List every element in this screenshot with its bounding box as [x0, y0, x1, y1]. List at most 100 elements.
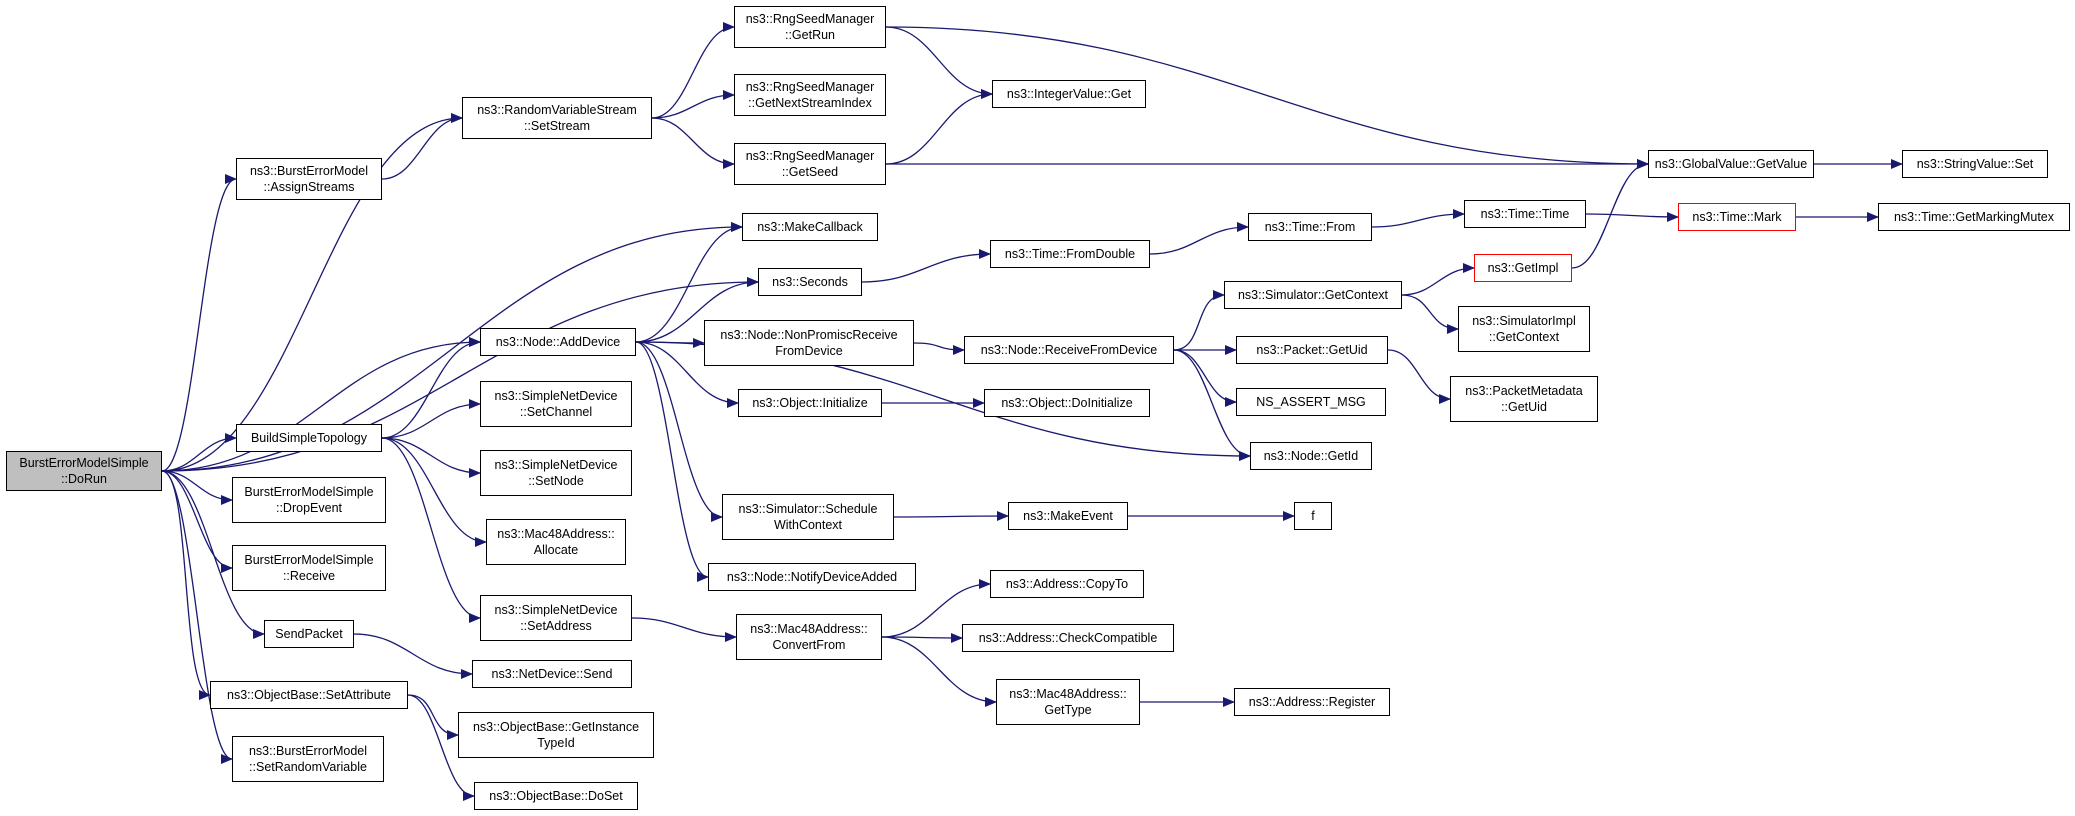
node-packet-get-uid[interactable]: ns3::Packet::GetUid: [1236, 336, 1388, 364]
edge-mac48_convertfrom-to-addr_checkcompat: [881, 632, 963, 643]
edge-root-to-bem_setrandom: [161, 470, 233, 764]
node-time-get-marking-mutex[interactable]: ns3::Time::GetMarkingMutex: [1878, 203, 2070, 231]
edge-buildsimple-to-snd_setchannel: [381, 399, 481, 439]
edge-node_adddevice-to-node_notify: [635, 341, 709, 582]
node-net-device-send[interactable]: ns3::NetDevice::Send: [472, 660, 632, 688]
edge-node_adddevice-to-obj_initialize: [635, 341, 739, 408]
node-object-do-initialize[interactable]: ns3::Object::DoInitialize: [984, 389, 1150, 417]
node-root-burst-error-model-simple-dorun: BurstErrorModelSimple ::DoRun: [6, 451, 162, 491]
edge-buildsimple-to-snd_setnode: [381, 437, 481, 478]
node-send-packet[interactable]: SendPacket: [264, 620, 354, 648]
edge-node_nonpromisc-to-node_receivefrom: [913, 342, 965, 355]
edge-buildsimple-to-mac48_allocate: [381, 437, 487, 547]
edge-root-to-node_adddevice: [161, 337, 481, 472]
edge-buildsimple-to-node_adddevice: [381, 337, 481, 439]
node-rng-seed-manager-get-next-stream-index[interactable]: ns3::RngSeedManager ::GetNextStreamIndex: [734, 74, 886, 116]
node-string-value-set[interactable]: ns3::StringValue::Set: [1902, 150, 2048, 178]
node-time-time[interactable]: ns3::Time::Time: [1464, 200, 1586, 228]
edge-time_time-to-time_mark: [1585, 211, 1679, 222]
node-random-variable-stream-set-stream[interactable]: ns3::RandomVariableStream ::SetStream: [462, 97, 652, 139]
node-address-copy-to[interactable]: ns3::Address::CopyTo: [990, 570, 1144, 598]
edge-mac48_convertfrom-to-mac48_gettype: [881, 636, 997, 707]
edge-objbase_setattr-to-objbase_doset: [407, 694, 475, 801]
node-simulator-schedule-with-context[interactable]: ns3::Simulator::Schedule WithContext: [722, 494, 894, 540]
edge-sim_schedule-to-makeevent: [893, 511, 1009, 522]
edge-node_adddevice-to-seconds: [635, 277, 759, 343]
node-node-notify-device-added[interactable]: ns3::Node::NotifyDeviceAdded: [708, 563, 916, 591]
edge-rvs_setstream-to-rng_getrun: [651, 22, 735, 119]
node-address-check-compatible[interactable]: ns3::Address::CheckCompatible: [962, 624, 1174, 652]
edge-packet_getuid-to-pktmeta_getuid: [1387, 349, 1451, 404]
node-time-mark[interactable]: ns3::Time::Mark: [1678, 203, 1796, 231]
node-object-base-do-set[interactable]: ns3::ObjectBase::DoSet: [474, 782, 638, 810]
edge-node_adddevice-to-makecallback: [635, 222, 743, 343]
node-object-base-get-instance-type-id[interactable]: ns3::ObjectBase::GetInstance TypeId: [458, 712, 654, 758]
node-node-get-id[interactable]: ns3::Node::GetId: [1250, 442, 1372, 470]
edge-root-to-bems_dropevent: [161, 470, 233, 505]
edge-sendpacket-to-netdevice_send: [353, 633, 473, 679]
edge-seconds-to-time_fromdouble: [861, 249, 991, 283]
node-burst-error-model-simple-receive[interactable]: BurstErrorModelSimple ::Receive: [232, 545, 386, 591]
node-simple-net-device-set-address[interactable]: ns3::SimpleNetDevice ::SetAddress: [480, 595, 632, 641]
edge-root-to-objbase_setattr: [161, 470, 211, 700]
node-make-callback[interactable]: ns3::MakeCallback: [742, 213, 878, 241]
node-get-impl[interactable]: ns3::GetImpl: [1474, 254, 1572, 282]
edge-rng_getrun-to-intval_get: [885, 26, 993, 99]
node-burst-error-model-assign-streams[interactable]: ns3::BurstErrorModel ::AssignStreams: [236, 158, 382, 200]
edge-bem_assign-to-rvs_setstream: [381, 113, 463, 180]
node-mac48-address-get-type[interactable]: ns3::Mac48Address:: GetType: [996, 679, 1140, 725]
node-time-from[interactable]: ns3::Time::From: [1248, 213, 1372, 241]
node-object-base-set-attribute[interactable]: ns3::ObjectBase::SetAttribute: [210, 681, 408, 709]
node-burst-error-model-set-random-variable[interactable]: ns3::BurstErrorModel ::SetRandomVariable: [232, 736, 384, 782]
node-address-register[interactable]: ns3::Address::Register: [1234, 688, 1390, 716]
edge-root-to-buildsimple: [161, 433, 237, 472]
node-node-add-device[interactable]: ns3::Node::AddDevice: [480, 328, 636, 356]
edge-rng_getrun-to-gv_getvalue: [885, 26, 1649, 169]
node-rng-seed-manager-get-run[interactable]: ns3::RngSeedManager ::GetRun: [734, 6, 886, 48]
node-burst-error-model-simple-drop-event[interactable]: BurstErrorModelSimple ::DropEvent: [232, 477, 386, 523]
edge-sim_getcontext-to-getimpl: [1401, 263, 1475, 296]
edge-snd_setaddress-to-mac48_convertfrom: [631, 617, 737, 642]
node-packet-metadata-get-uid[interactable]: ns3::PacketMetadata ::GetUid: [1450, 376, 1598, 422]
edge-node_adddevice-to-sim_schedule: [635, 341, 723, 522]
edge-time_from-to-time_time: [1371, 209, 1465, 228]
node-mac48-address-convert-from[interactable]: ns3::Mac48Address:: ConvertFrom: [736, 614, 882, 660]
node-simple-net-device-set-node[interactable]: ns3::SimpleNetDevice ::SetNode: [480, 450, 632, 496]
edge-time_fromdouble-to-time_from: [1149, 222, 1249, 255]
node-mac48-address-allocate[interactable]: ns3::Mac48Address:: Allocate: [486, 519, 626, 565]
edge-buildsimple-to-snd_setaddress: [381, 437, 481, 623]
node-build-simple-topology[interactable]: BuildSimpleTopology: [236, 424, 382, 452]
edge-getimpl-to-gv_getvalue: [1571, 159, 1649, 269]
node-f[interactable]: f: [1294, 502, 1332, 530]
edge-node_receivefrom-to-ns_assert: [1173, 349, 1237, 407]
edge-objbase_setattr-to-objbase_getinstance: [407, 694, 459, 740]
edge-mac48_convertfrom-to-addr_copyto: [881, 579, 991, 638]
node-simple-net-device-set-channel[interactable]: ns3::SimpleNetDevice ::SetChannel: [480, 381, 632, 427]
edge-root-to-sendpacket: [161, 470, 265, 639]
edge-root-to-bems_receive: [161, 470, 233, 573]
node-rng-seed-manager-get-seed[interactable]: ns3::RngSeedManager ::GetSeed: [734, 143, 886, 185]
node-ns-assert-msg[interactable]: NS_ASSERT_MSG: [1236, 388, 1386, 416]
edge-node_receivefrom-to-sim_getcontext: [1173, 290, 1225, 351]
node-simulator-get-context[interactable]: ns3::Simulator::GetContext: [1224, 281, 1402, 309]
edge-node_receivefrom-to-node_getid: [1173, 349, 1251, 461]
node-simulator-impl-get-context[interactable]: ns3::SimulatorImpl ::GetContext: [1458, 306, 1590, 352]
edge-sim_getcontext-to-simimpl_getcontext: [1401, 294, 1459, 334]
node-make-event[interactable]: ns3::MakeEvent: [1008, 502, 1128, 530]
edge-rvs_setstream-to-rng_getnext: [651, 90, 735, 119]
node-integer-value-get[interactable]: ns3::IntegerValue::Get: [992, 80, 1146, 108]
edge-rvs_setstream-to-rng_getseed: [651, 117, 735, 169]
edge-root-to-seconds: [161, 277, 759, 472]
edge-root-to-bem_assign: [161, 174, 237, 472]
edge-rng_getseed-to-intval_get: [885, 89, 993, 165]
node-global-value-get-value[interactable]: ns3::GlobalValue::GetValue: [1648, 150, 1814, 178]
node-time-from-double[interactable]: ns3::Time::FromDouble: [990, 240, 1150, 268]
node-node-non-promisc-receive-from-device[interactable]: ns3::Node::NonPromiscReceive FromDevice: [704, 320, 914, 366]
edge-root-to-makecallback: [161, 222, 743, 472]
node-node-receive-from-device[interactable]: ns3::Node::ReceiveFromDevice: [964, 336, 1174, 364]
node-object-initialize[interactable]: ns3::Object::Initialize: [738, 389, 882, 417]
node-seconds[interactable]: ns3::Seconds: [758, 268, 862, 296]
edge-root-to-rvs_setstream: [161, 113, 463, 472]
